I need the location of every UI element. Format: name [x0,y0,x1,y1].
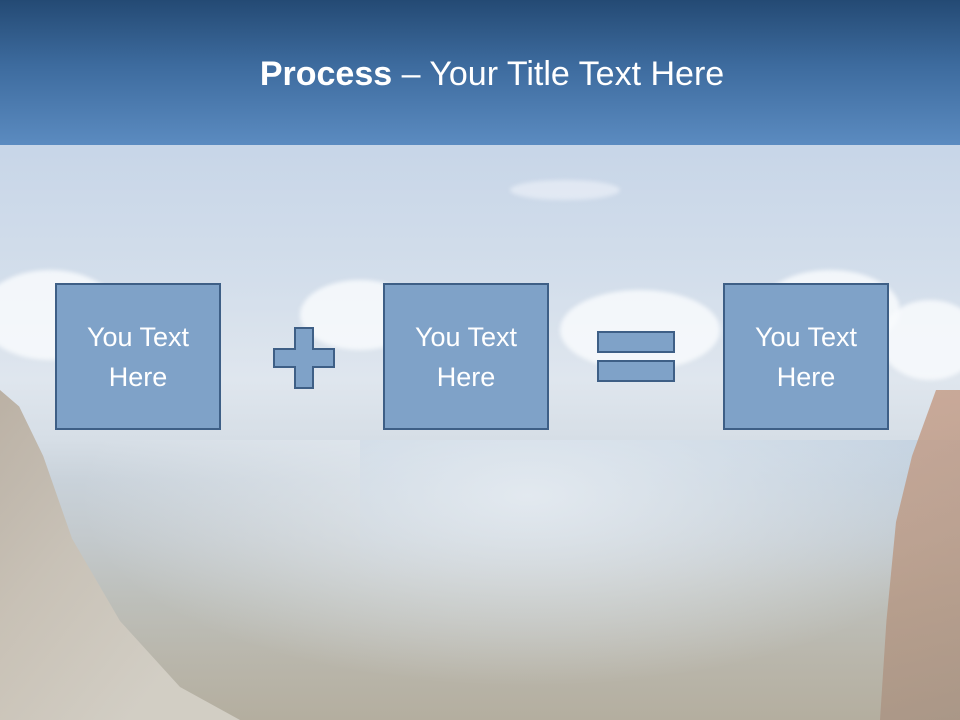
plus-icon [272,326,336,390]
title-band [0,0,960,145]
title-rest: – Your Title Text Here [392,55,725,93]
cloud [880,300,960,380]
cloud [560,290,720,370]
slide-title[interactable]: Process – Your Title Text Here [0,52,960,96]
process-box-3[interactable]: You Text Here [723,283,889,430]
equals-icon [596,330,678,384]
process-box-2[interactable]: You Text Here [383,283,549,430]
cloud [510,180,620,200]
process-box-3-text: You Text Here [754,321,858,392]
process-box-1[interactable]: You Text Here [55,283,221,430]
process-box-2-text: You Text Here [414,321,518,392]
process-box-1-text: You Text Here [86,321,190,392]
title-bold: Process [259,55,393,93]
